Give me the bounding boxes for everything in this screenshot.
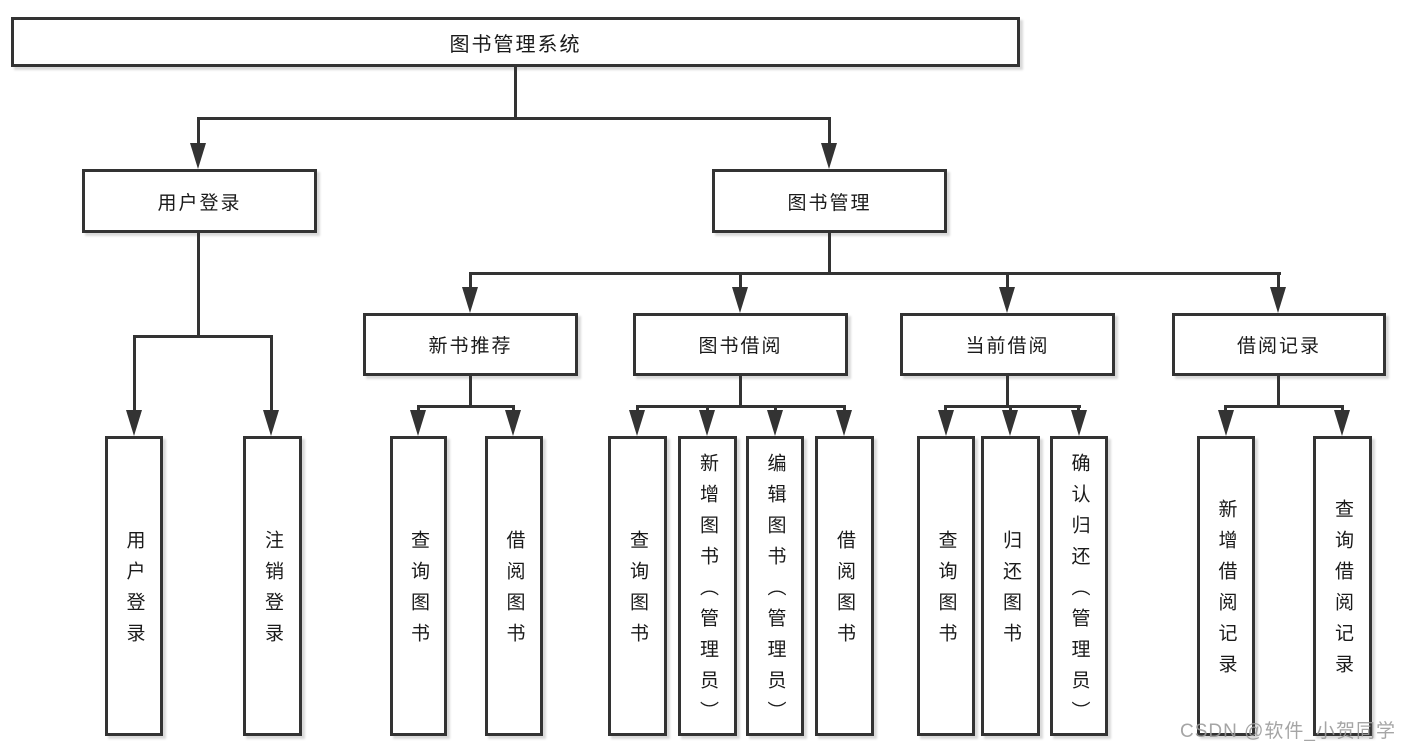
arrow-down-icon <box>699 410 715 436</box>
arrow-down-icon <box>462 287 478 313</box>
leaf-query-borrow-record: 查询借阅记录 <box>1313 436 1372 736</box>
arrow-down-icon <box>410 410 426 436</box>
connector-line <box>636 405 846 408</box>
arrow-down-icon <box>938 410 954 436</box>
connector-line <box>944 405 947 412</box>
leaf-confirm-return-admin: 确认归还（管理员） <box>1050 436 1108 736</box>
leaf-logout: 注销登录 <box>243 436 302 736</box>
connector-line <box>197 117 200 145</box>
arrow-down-icon <box>1334 410 1350 436</box>
connector-line <box>636 405 639 412</box>
connector-line <box>1077 405 1080 412</box>
connector-line <box>828 233 831 274</box>
connector-line <box>514 67 517 119</box>
leaf-add-borrow-record: 新增借阅记录 <box>1197 436 1255 736</box>
arrow-down-icon <box>190 143 206 169</box>
connector-line <box>1277 272 1280 288</box>
node-book-borrowing: 图书借阅 <box>633 313 848 376</box>
connector-line <box>1009 405 1012 412</box>
connector-line <box>828 117 831 145</box>
arrow-down-icon <box>836 410 852 436</box>
connector-line <box>270 335 273 410</box>
connector-line <box>944 405 1081 408</box>
arrow-down-icon <box>629 410 645 436</box>
leaf-edit-book-admin: 编辑图书（管理员） <box>746 436 804 736</box>
leaf-query-book: 查询图书 <box>917 436 975 736</box>
connector-line <box>197 233 200 337</box>
csdn-watermark: CSDN @软件_小贺同学 <box>1180 721 1396 742</box>
arrow-down-icon <box>732 287 748 313</box>
leaf-user-login: 用户登录 <box>105 436 163 736</box>
node-new-book-recommendation: 新书推荐 <box>363 313 578 376</box>
connector-line <box>1277 376 1280 407</box>
connector-line <box>1006 376 1009 407</box>
node-user-login: 用户登录 <box>82 169 317 233</box>
connector-line <box>133 335 273 338</box>
leaf-borrow-book: 借阅图书 <box>815 436 874 736</box>
arrow-down-icon <box>1218 410 1234 436</box>
leaf-borrow-book: 借阅图书 <box>485 436 543 736</box>
connector-line <box>1006 272 1009 288</box>
connector-line <box>197 117 831 120</box>
node-borrowing-records: 借阅记录 <box>1172 313 1386 376</box>
arrow-down-icon <box>999 287 1015 313</box>
connector-line <box>417 405 420 412</box>
connector-line <box>469 272 1281 275</box>
leaf-query-book: 查询图书 <box>390 436 447 736</box>
leaf-query-book: 查询图书 <box>608 436 667 736</box>
leaf-add-book-admin: 新增图书（管理员） <box>678 436 737 736</box>
connector-line <box>706 405 709 412</box>
arrow-down-icon <box>263 410 279 436</box>
arrow-down-icon <box>1002 410 1018 436</box>
connector-line <box>739 272 742 288</box>
arrow-down-icon <box>126 410 142 436</box>
connector-line <box>843 405 846 412</box>
connector-line <box>512 405 515 412</box>
connector-line <box>774 405 777 412</box>
connector-line <box>417 405 515 408</box>
arrow-down-icon <box>1071 410 1087 436</box>
node-book-management: 图书管理 <box>712 169 947 233</box>
arrow-down-icon <box>821 143 837 169</box>
node-root: 图书管理系统 <box>11 17 1020 67</box>
leaf-return-book: 归还图书 <box>981 436 1040 736</box>
arrow-down-icon <box>1270 287 1286 313</box>
connector-line <box>133 335 136 410</box>
arrow-down-icon <box>767 410 783 436</box>
connector-line <box>1341 405 1344 412</box>
connector-line <box>469 376 472 407</box>
arrow-down-icon <box>505 410 521 436</box>
connector-line <box>469 272 472 288</box>
connector-line <box>739 376 742 407</box>
connector-line <box>1224 405 1344 408</box>
connector-line <box>1224 405 1227 412</box>
node-current-borrowing: 当前借阅 <box>900 313 1115 376</box>
